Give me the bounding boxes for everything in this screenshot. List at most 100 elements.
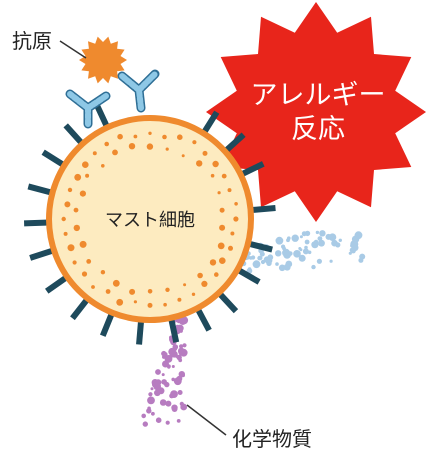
granule (217, 191, 221, 195)
chemical-particle (176, 324, 184, 332)
granule (147, 289, 153, 294)
chemical-particle (176, 419, 181, 423)
chemical-particle (282, 248, 291, 257)
chemical-particle (293, 250, 301, 258)
chemical-particle (263, 256, 271, 263)
chemical-particle (171, 404, 178, 411)
chemical-particle (338, 238, 342, 242)
chemical-particle (148, 392, 153, 396)
chemical-particle (178, 358, 183, 363)
granule (73, 224, 81, 232)
chemical-particle (178, 371, 185, 378)
granule (128, 143, 136, 150)
chemical-particle (351, 235, 360, 243)
granule (196, 160, 203, 167)
chemical-particle (304, 239, 310, 245)
chemical-particle (283, 263, 291, 271)
chemical-particle (159, 399, 167, 406)
granule (210, 173, 215, 178)
chemical-particle (141, 413, 146, 419)
granule (67, 244, 75, 252)
chemical-particle (275, 236, 284, 245)
granule (82, 161, 89, 168)
granule (133, 134, 138, 139)
granule (202, 150, 208, 156)
chemical-particle (291, 234, 299, 242)
antigen-leader-line (59, 40, 87, 59)
granule (219, 224, 226, 231)
granule (233, 216, 239, 222)
granule (177, 297, 182, 302)
chemical-particle (161, 373, 165, 377)
granule (101, 164, 105, 168)
chemical-particle (275, 250, 282, 257)
mast-cell-label: マスト細胞 (105, 210, 195, 231)
antibody-left-fill (67, 91, 109, 127)
allergy-label-line2: 反応 (291, 114, 345, 145)
chemical-particle (286, 238, 290, 243)
chemical-particle (169, 353, 174, 358)
granule (105, 289, 111, 294)
granule (100, 270, 106, 275)
granule (104, 141, 109, 147)
chemical-particle (313, 239, 319, 245)
antibody-left (65, 89, 111, 129)
chemical-particle (359, 253, 366, 260)
chemical-particle (281, 244, 286, 249)
granule (72, 260, 77, 265)
chemical-particle (172, 346, 178, 352)
chemical-particle (165, 400, 172, 407)
granule (214, 272, 219, 277)
chemical-particle (169, 335, 173, 340)
chemical-particle (329, 259, 333, 263)
granule (228, 245, 233, 251)
granule (191, 292, 196, 296)
granule (74, 173, 82, 181)
granule (133, 300, 137, 304)
granule (148, 131, 152, 135)
chemical-particle (259, 251, 265, 257)
granule (219, 257, 226, 265)
chemical-particle (177, 390, 183, 395)
chemical-particle (147, 406, 151, 411)
granule (73, 207, 79, 213)
chemical-particle (299, 248, 303, 252)
chemical-particle (315, 230, 320, 235)
chemical-particle (151, 411, 155, 416)
granule (147, 302, 153, 308)
granule (221, 173, 227, 179)
granule (129, 288, 136, 295)
chemical-particle (299, 235, 303, 239)
chemical-particle (257, 255, 262, 261)
granule (165, 287, 170, 292)
chemical-particle (252, 260, 261, 269)
granule (117, 133, 123, 140)
granule (67, 187, 73, 193)
chemical-particle (142, 421, 148, 427)
granule (162, 134, 167, 140)
granule (197, 272, 203, 279)
chemical-particle (167, 364, 171, 369)
granule (234, 202, 238, 206)
chemical-particle (171, 365, 175, 368)
chemical-particle (155, 417, 162, 424)
chemical-particle (251, 255, 256, 260)
granule (165, 147, 169, 151)
chemical-particle (316, 258, 322, 264)
granule (227, 188, 232, 193)
granule (177, 134, 183, 140)
chemicals-leader-line (186, 404, 227, 436)
chemical-particle (170, 390, 178, 398)
granule (209, 259, 217, 266)
chemical-particle (304, 230, 311, 237)
chemical-particle (288, 251, 293, 256)
granule (61, 216, 66, 222)
chemical-particle (155, 369, 161, 375)
chemical-particle (165, 355, 170, 360)
chemical-particle (298, 254, 306, 262)
granule (181, 154, 185, 158)
antibody-right-fill (119, 71, 158, 111)
granule (146, 143, 154, 150)
antigen (79, 36, 127, 84)
